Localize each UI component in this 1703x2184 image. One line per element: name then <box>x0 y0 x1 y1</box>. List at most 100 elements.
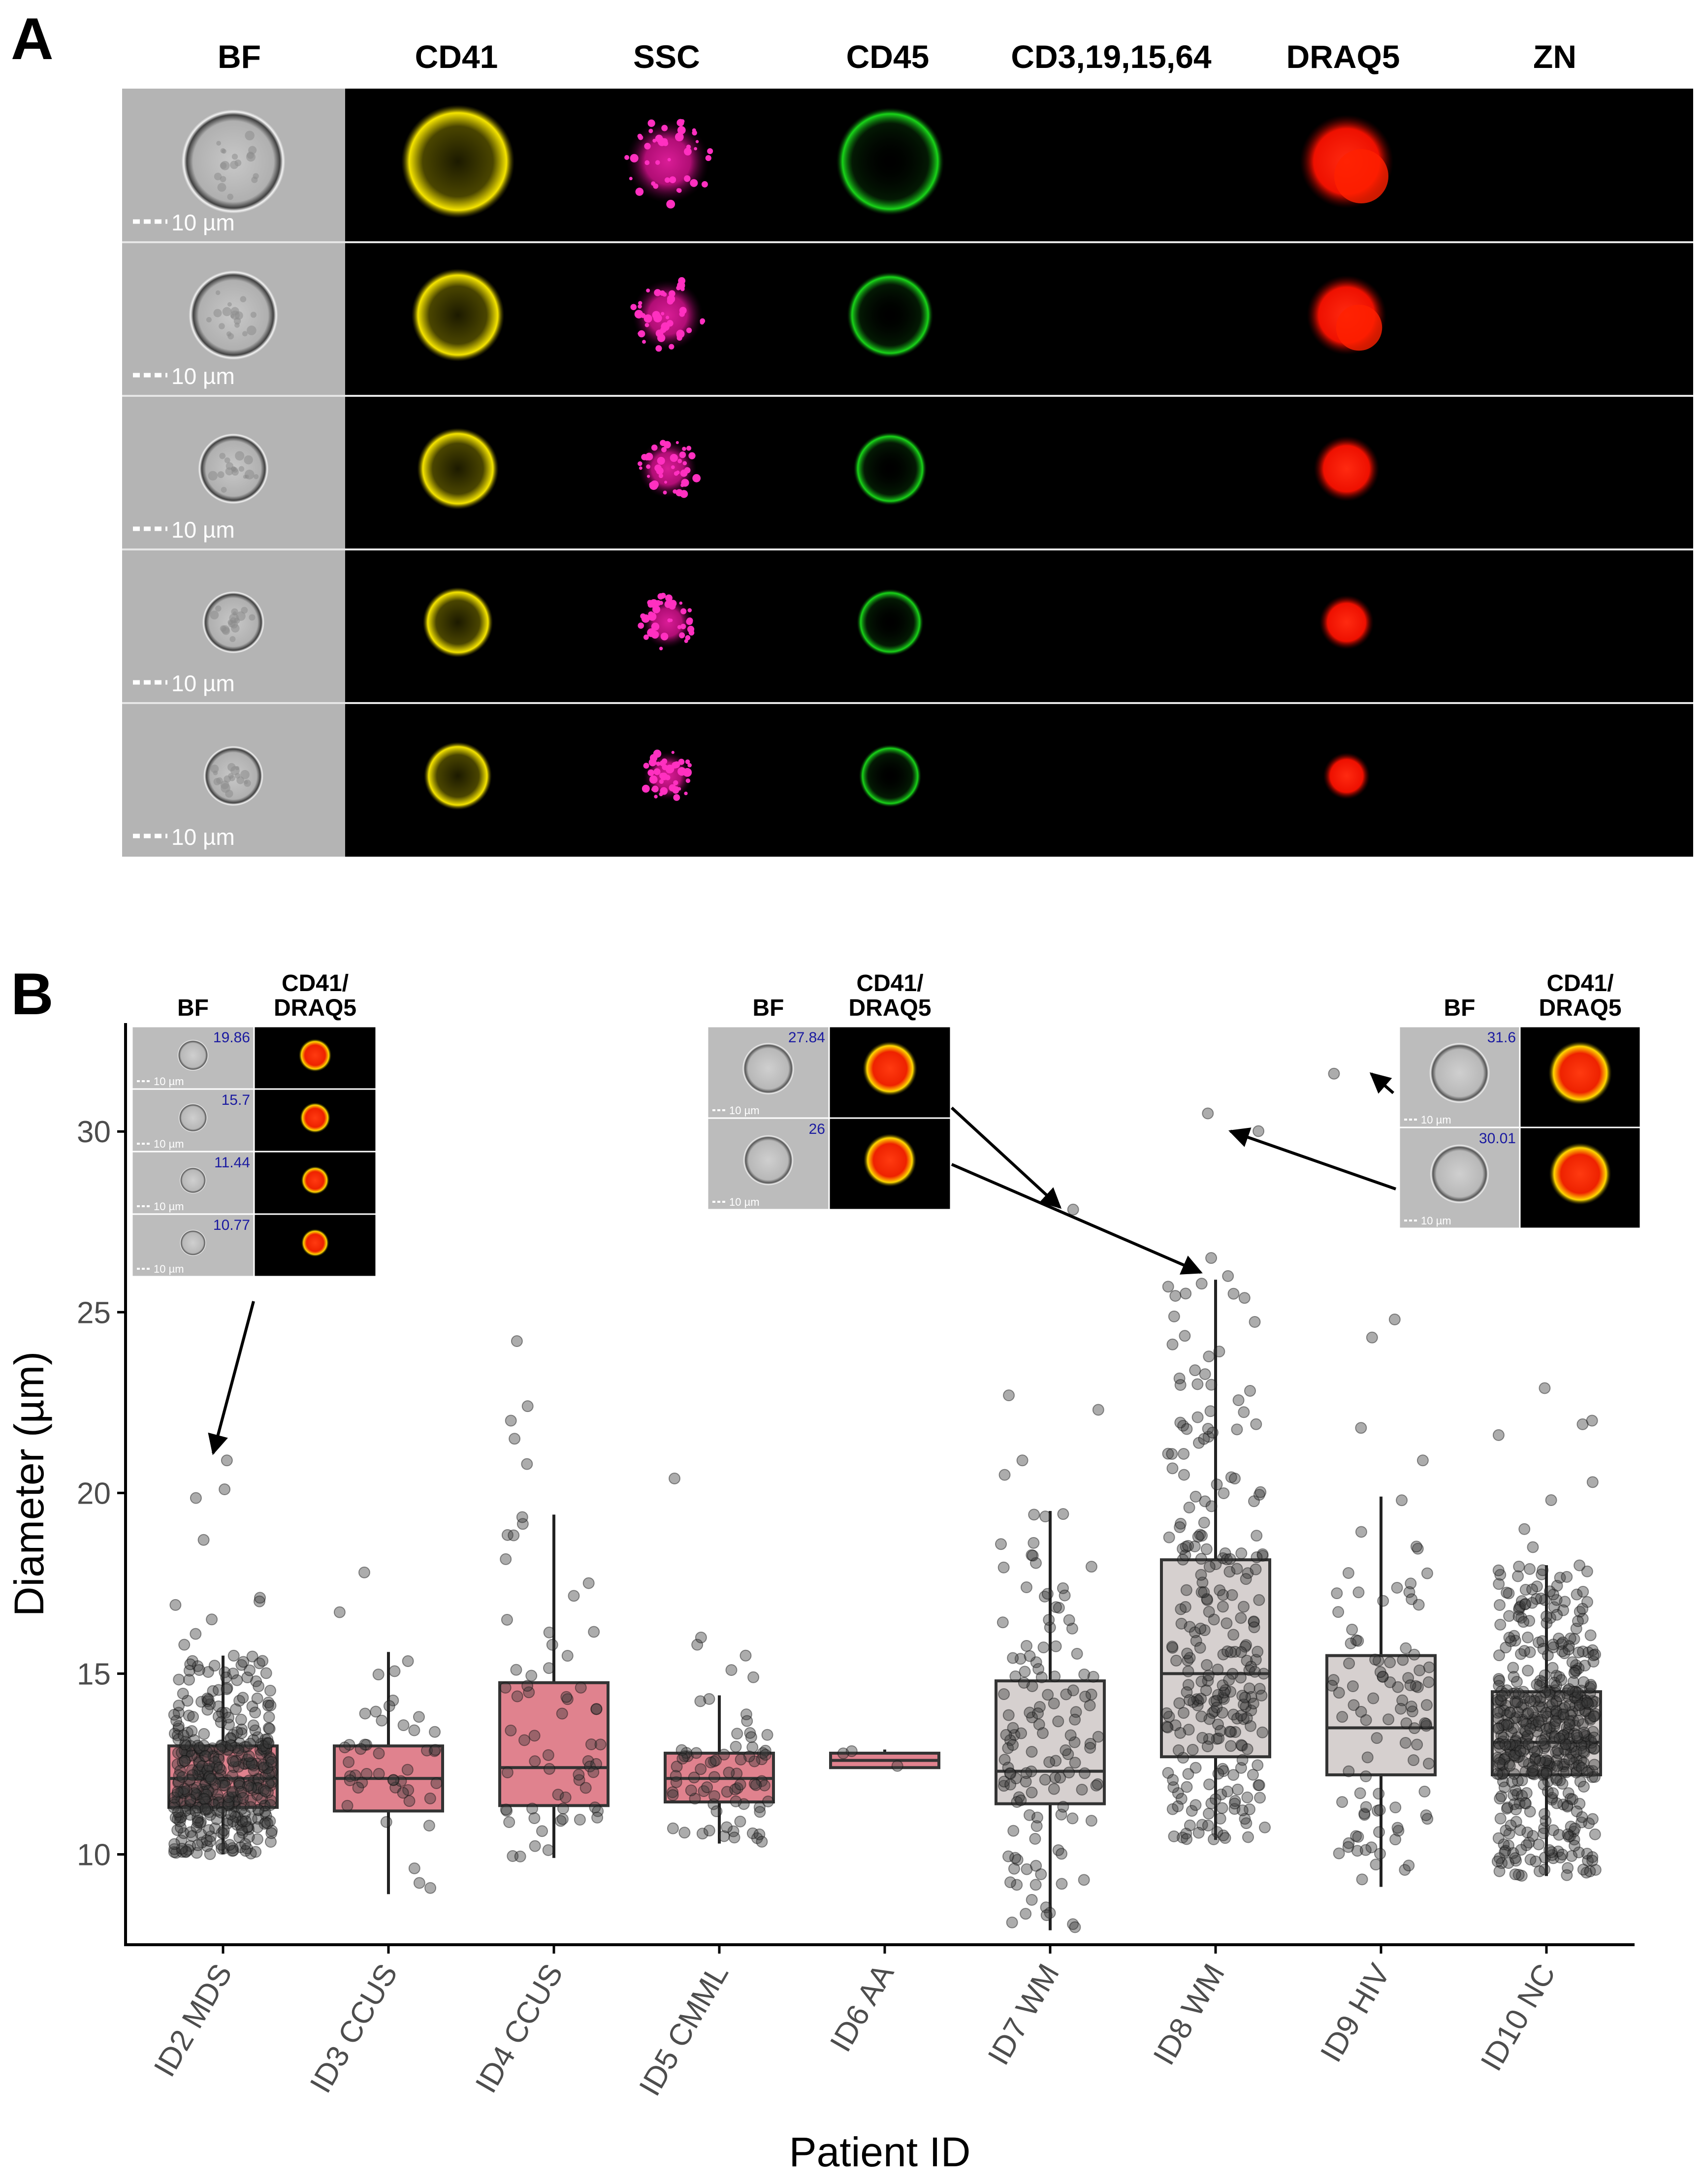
data-point <box>395 1775 407 1787</box>
data-point <box>175 1794 188 1806</box>
data-point <box>1006 1916 1018 1928</box>
data-point <box>575 1681 587 1694</box>
data-point <box>1090 1779 1102 1792</box>
data-point <box>408 1862 420 1874</box>
data-point <box>1581 1696 1593 1708</box>
data-point <box>1182 1540 1194 1552</box>
data-point <box>698 1785 710 1798</box>
data-point <box>251 1782 263 1794</box>
data-point <box>1541 1684 1553 1697</box>
data-point <box>215 1764 227 1776</box>
y-axis-title: Diameter (µm) <box>6 1351 52 1616</box>
data-point <box>1388 1313 1401 1325</box>
data-point <box>178 1744 191 1757</box>
data-point <box>1219 1832 1231 1844</box>
data-point <box>257 1655 269 1667</box>
data-point <box>1231 1563 1243 1575</box>
data-point <box>235 1713 247 1726</box>
data-point <box>1358 1807 1371 1820</box>
data-point <box>1328 1067 1340 1080</box>
data-point <box>207 1751 220 1763</box>
data-point <box>1408 1722 1420 1734</box>
data-point <box>239 1838 252 1850</box>
inset-bf-cell <box>1430 1144 1489 1204</box>
data-point <box>245 1795 257 1807</box>
data-point <box>1030 1860 1042 1872</box>
data-point <box>1581 1766 1593 1778</box>
data-point <box>1546 1849 1558 1861</box>
data-point <box>172 1720 185 1732</box>
data-point <box>1589 1828 1601 1840</box>
data-point <box>1167 1774 1179 1786</box>
cell-granule <box>240 296 247 303</box>
data-point <box>523 1686 535 1699</box>
data-point <box>237 1656 250 1668</box>
data-point <box>1566 1656 1578 1669</box>
data-point <box>1557 1636 1569 1648</box>
data-point <box>1232 1394 1245 1407</box>
data-point <box>1239 1813 1251 1825</box>
data-point <box>728 1831 740 1844</box>
data-point <box>1547 1588 1560 1601</box>
data-point <box>219 1779 231 1792</box>
data-point <box>221 1683 233 1696</box>
data-point <box>1571 1753 1583 1766</box>
box-id7-wm <box>995 1511 1106 1930</box>
data-point <box>1563 1733 1575 1745</box>
data-point <box>223 1711 235 1724</box>
data-point <box>1343 1837 1355 1849</box>
data-point <box>718 1830 730 1842</box>
data-point <box>573 1768 585 1781</box>
data-point <box>341 1799 353 1812</box>
data-point <box>1524 1646 1536 1658</box>
data-point <box>560 1691 573 1703</box>
data-point <box>1256 1548 1269 1560</box>
ssc-granule <box>648 128 653 133</box>
data-point <box>402 1784 415 1796</box>
data-point <box>1240 1817 1253 1830</box>
data-point <box>199 1750 212 1762</box>
data-point <box>1551 1760 1563 1772</box>
data-point <box>1537 1767 1549 1780</box>
data-point <box>1553 1632 1565 1644</box>
data-point <box>1509 1687 1521 1700</box>
data-point <box>1028 1537 1040 1549</box>
data-point <box>254 1592 266 1604</box>
ssc-granule <box>647 769 654 776</box>
data-point <box>1372 1655 1384 1667</box>
data-point <box>1044 1907 1056 1919</box>
inset-header-cd41-draq5: DRAQ5 <box>274 995 356 1021</box>
data-point <box>224 1793 236 1805</box>
data-point <box>1213 1732 1225 1744</box>
data-point <box>1527 1714 1539 1726</box>
cell-granule <box>216 777 223 784</box>
data-point <box>518 1734 531 1746</box>
data-point <box>1052 1715 1064 1728</box>
data-point <box>1189 1626 1201 1638</box>
cell-granule <box>210 610 219 620</box>
cell-granule <box>217 471 225 478</box>
data-point <box>226 1842 239 1854</box>
data-point <box>1538 1827 1550 1839</box>
inset-header-cd41-draq5: CD41/ <box>282 970 349 996</box>
data-point <box>1557 1708 1570 1721</box>
ssc-granule <box>651 444 658 451</box>
data-point <box>1580 1866 1593 1879</box>
data-point <box>1229 1795 1241 1807</box>
data-point <box>1239 1691 1251 1703</box>
data-point <box>1238 1406 1250 1418</box>
data-point <box>1198 1516 1210 1529</box>
data-point <box>1026 1746 1038 1758</box>
data-point <box>1384 1656 1396 1669</box>
data-point <box>215 1838 227 1851</box>
data-point <box>251 1833 263 1845</box>
data-point <box>995 1538 1007 1550</box>
data-point <box>1514 1600 1527 1612</box>
data-point <box>1216 1802 1228 1814</box>
data-point <box>1511 1751 1523 1764</box>
data-point <box>1416 1454 1429 1467</box>
data-point <box>1202 1431 1215 1443</box>
data-point <box>1015 1727 1028 1739</box>
data-point <box>1399 1737 1412 1749</box>
data-point <box>1227 1708 1240 1721</box>
